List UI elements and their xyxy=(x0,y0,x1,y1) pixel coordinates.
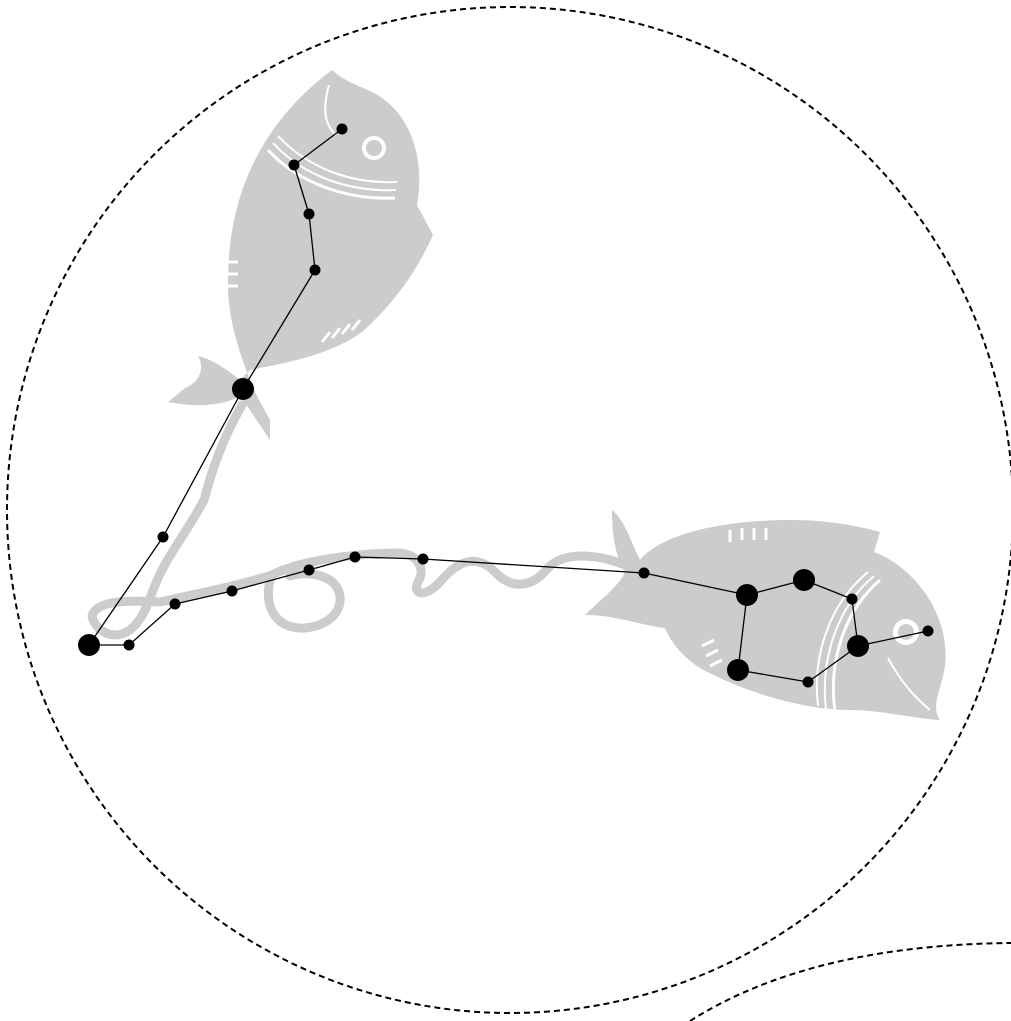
neighbor-boundary-arc xyxy=(689,942,1011,1021)
constellation-line-c4-c5 xyxy=(308,556,356,571)
constellation-line-w0-w1 xyxy=(643,572,748,596)
boundary-circle xyxy=(6,6,1011,1014)
constellation-line-n2-n3 xyxy=(293,164,310,215)
star-icon-w1 xyxy=(736,584,758,606)
constellation-line-n6-knot xyxy=(88,536,164,646)
star-icon-n5 xyxy=(232,378,254,400)
star-icon-w7 xyxy=(922,625,934,637)
constellation-line-c2-c3 xyxy=(174,590,233,605)
star-icon-w3 xyxy=(846,593,858,605)
star-icon-w4 xyxy=(847,635,869,657)
constellation-line-w4-w7 xyxy=(857,630,929,647)
constellation-stars xyxy=(78,123,934,688)
constellation-line-c1-c2 xyxy=(128,603,176,646)
constellation-line-n3-n4 xyxy=(308,213,316,271)
star-icon-c3 xyxy=(226,585,238,597)
constellation-line-n5-n6 xyxy=(162,388,244,538)
star-icon-c5 xyxy=(349,551,361,563)
star-icon-n2 xyxy=(288,159,300,171)
star-icon-knot xyxy=(78,634,100,656)
fish-north-icon xyxy=(168,70,433,440)
constellation-line-c6-c7 xyxy=(422,558,645,574)
constellation-line-w5-w6 xyxy=(737,669,809,683)
star-icon-w2 xyxy=(793,569,815,591)
star-icon-n6 xyxy=(157,531,169,543)
constellation-line-c3-c4 xyxy=(231,569,310,592)
star-icon-n3 xyxy=(303,208,315,220)
constellation-line-n4-n5 xyxy=(242,269,316,390)
star-icon-w6 xyxy=(727,659,749,681)
star-icon-c7 xyxy=(638,567,650,579)
star-icon-c6 xyxy=(417,553,429,565)
constellation-line-n1-n2 xyxy=(293,128,343,166)
star-icon-c4 xyxy=(303,564,315,576)
star-icon-c2 xyxy=(169,598,181,610)
star-icon-w5 xyxy=(802,676,814,688)
star-icon-n4 xyxy=(309,264,321,276)
star-icon-n1 xyxy=(336,123,348,135)
constellation-lines xyxy=(88,128,929,683)
constellation-line-c5-c6 xyxy=(354,556,424,560)
star-icon-c1 xyxy=(123,639,135,651)
constellation-line-w6-w1 xyxy=(737,594,748,671)
